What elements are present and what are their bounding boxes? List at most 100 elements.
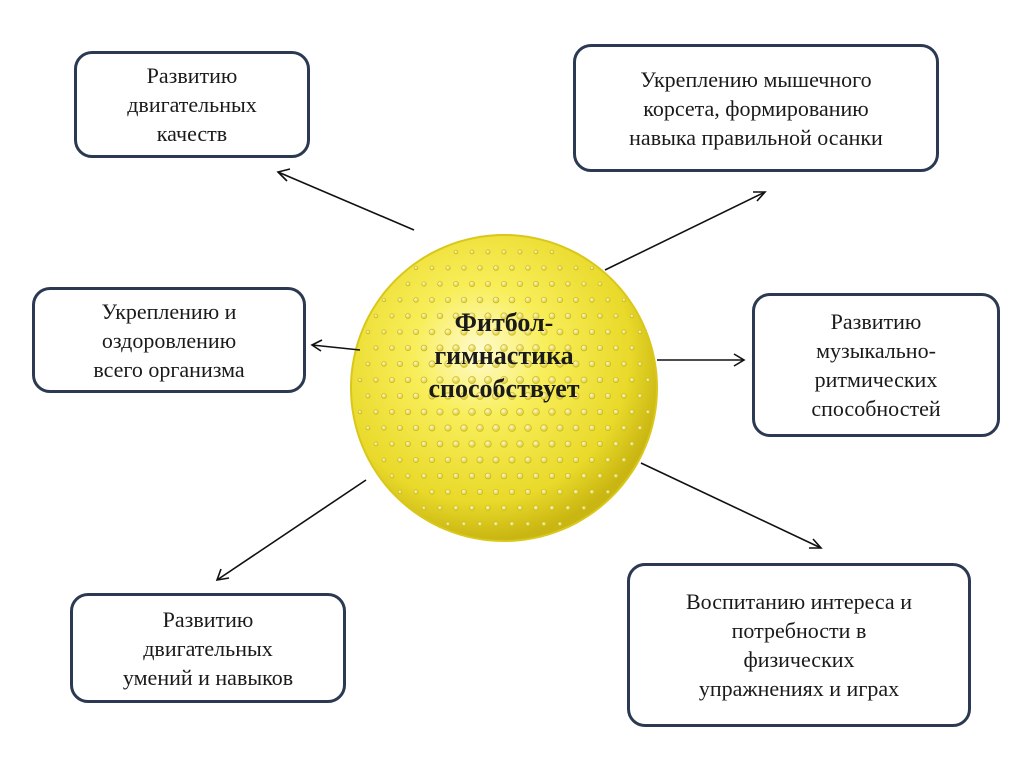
ball-spike: [461, 425, 468, 432]
ball-spike: [542, 266, 547, 271]
ball-spike: [614, 442, 619, 447]
ball-spike: [589, 425, 595, 431]
ball-spike: [453, 281, 458, 286]
ball-spike: [398, 298, 402, 302]
ball-spike: [470, 506, 475, 511]
node-musical-rhythm: Развитию музыкально- ритмических способн…: [752, 293, 1000, 437]
ball-spike: [638, 330, 642, 334]
ball-spike: [406, 474, 411, 479]
ball-spike: [366, 330, 370, 334]
ball-spike: [549, 281, 554, 286]
ball-spike: [438, 282, 443, 287]
ball-spike: [414, 298, 419, 303]
ball-spike: [558, 522, 562, 526]
ball-spike: [574, 266, 578, 270]
ball-spike: [541, 425, 548, 432]
ball-spike: [478, 266, 483, 271]
ball-spike: [510, 266, 515, 271]
ball-spike: [397, 425, 402, 430]
ball-spike: [549, 473, 555, 479]
ball-spike: [374, 442, 378, 446]
ball-spike: [446, 266, 450, 270]
ball-spike: [429, 457, 435, 463]
ball-spike: [493, 425, 500, 432]
ball-spike: [534, 250, 538, 254]
ball-spike: [422, 474, 427, 479]
ball-spike: [398, 458, 403, 463]
ball-spike: [581, 441, 587, 447]
ball-spike: [469, 281, 474, 286]
ball-spike: [493, 457, 499, 463]
ball-spike: [630, 314, 634, 318]
ball-spike: [501, 473, 507, 479]
ball-spike: [437, 473, 442, 478]
ball-spike: [469, 409, 476, 416]
ball-spike: [382, 458, 386, 462]
ball-spike: [622, 458, 626, 462]
ball-spike: [557, 457, 563, 463]
ball-spike: [485, 281, 490, 286]
ball-spike: [509, 297, 515, 303]
ball-spike: [630, 346, 634, 350]
node-health: Укреплению и оздоровлению всего организм…: [32, 287, 306, 393]
ball-spike: [566, 506, 570, 510]
ball-spike: [485, 473, 491, 479]
ball-spike: [501, 281, 507, 287]
ball-spike: [486, 506, 491, 511]
ball-spike: [445, 297, 451, 303]
ball-spike: [446, 522, 450, 526]
ball-spike: [638, 426, 642, 430]
ball-spike: [590, 490, 594, 494]
ball-spike: [534, 506, 539, 511]
ball-spike: [494, 522, 498, 526]
node-text: Развитию музыкально- ритмических способн…: [811, 307, 940, 423]
ball-spike: [390, 474, 394, 478]
ball-spike: [477, 489, 482, 494]
ball-spike: [516, 408, 523, 415]
ball-spike: [421, 441, 427, 447]
ball-spike: [630, 378, 635, 383]
ball-spike: [517, 281, 522, 286]
ball-spike: [590, 298, 595, 303]
ball-spike: [374, 378, 379, 383]
ball-spike: [484, 408, 491, 415]
ball-spike: [517, 473, 523, 479]
ball-spike: [533, 409, 540, 416]
ball-spike: [398, 490, 402, 494]
ball-spike: [358, 378, 362, 382]
ball-spike: [598, 474, 603, 479]
ball-spike: [526, 522, 530, 526]
ball-spike: [566, 282, 571, 287]
ball-spike: [573, 297, 578, 302]
ball-spike: [413, 425, 419, 431]
ball-spike: [606, 490, 610, 494]
ball-spike: [374, 410, 379, 415]
ball-spike: [382, 426, 387, 431]
ball-spike: [406, 282, 410, 286]
ball-spike: [533, 281, 538, 286]
arrow-to-muscle-corset: [605, 192, 765, 270]
ball-spike: [454, 506, 459, 511]
ball-spike: [358, 410, 362, 414]
ball-spike: [606, 458, 611, 463]
ball-spike: [646, 378, 650, 382]
ball-spike: [646, 410, 650, 414]
ball-spike: [533, 441, 540, 448]
ball-spike: [597, 409, 603, 415]
ball-spike: [469, 473, 475, 479]
ball-spike: [509, 489, 515, 495]
node-muscle-corset: Укреплению мышечного корсета, формирован…: [573, 44, 939, 172]
ball-spike: [550, 250, 554, 254]
ball-spike: [382, 298, 386, 302]
ball-spike: [461, 297, 467, 303]
ball-spike: [486, 250, 490, 254]
ball-spike: [549, 441, 555, 447]
ball-spike: [518, 250, 522, 254]
ball-spike: [478, 522, 482, 526]
ball-spike: [630, 442, 634, 446]
ball-spike: [565, 473, 570, 478]
ball-spike: [598, 282, 602, 286]
node-text: Укреплению и оздоровлению всего организм…: [93, 297, 244, 384]
ball-spike: [550, 506, 555, 511]
ball-spike: [437, 441, 443, 447]
